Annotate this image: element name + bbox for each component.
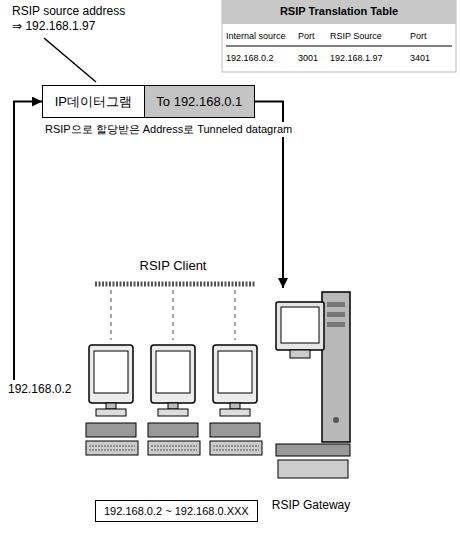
table-title-bar bbox=[222, 0, 456, 24]
network-bus bbox=[95, 282, 255, 287]
destination-field: To 192.168.0.1 bbox=[145, 86, 254, 117]
client-computer bbox=[210, 345, 262, 455]
gateway-host: RSIP Gateway bbox=[268, 288, 354, 512]
drive-bay bbox=[327, 302, 345, 307]
table-header: Port bbox=[298, 31, 315, 42]
server-base bbox=[276, 444, 350, 456]
address-range-box: 192.168.0.2 ~ 192.168.0.XXX bbox=[95, 500, 258, 522]
field-text: IP데이터그램 bbox=[55, 93, 132, 111]
field-text: To 192.168.0.1 bbox=[156, 94, 242, 109]
table-cell: 3001 bbox=[298, 53, 318, 64]
network-drop bbox=[111, 290, 112, 340]
network-drop bbox=[235, 290, 236, 340]
network-label: RSIP Client bbox=[140, 258, 207, 274]
table-header: Internal source bbox=[226, 31, 286, 42]
host-address-text: 192.168.0.2 bbox=[8, 382, 71, 396]
table-frame bbox=[222, 0, 456, 72]
server-monitor bbox=[276, 302, 324, 350]
leader-line bbox=[44, 38, 96, 82]
table-header: RSIP Source bbox=[330, 31, 382, 42]
address-range-text: 192.168.0.2 ~ 192.168.0.XXX bbox=[104, 505, 249, 517]
network-drop bbox=[173, 290, 174, 340]
annotation-note: RSIP source address ⇒ 192.168.1.97 bbox=[12, 4, 130, 34]
power-button bbox=[333, 417, 339, 423]
monitor-stand bbox=[290, 350, 310, 358]
datagram-caption: RSIP으로 할당받은 Address로 Tunneled datagram bbox=[43, 122, 294, 137]
table-title: RSIP Translation Table bbox=[280, 5, 398, 19]
drive-bay bbox=[327, 312, 345, 317]
server-screen bbox=[281, 307, 319, 343]
datagram-box: RSIP으로 할당받은 Address로 Tunneled datagramIP… bbox=[42, 85, 255, 118]
table-rule bbox=[226, 46, 452, 47]
drive-bay bbox=[327, 322, 345, 327]
server-keyboard bbox=[278, 460, 348, 478]
server-tower bbox=[322, 292, 350, 442]
host-address: 192.168.0.2 bbox=[5, 380, 74, 398]
client-computer bbox=[148, 345, 200, 455]
gateway-name: RSIP Gateway bbox=[272, 498, 350, 512]
client-computer bbox=[86, 345, 138, 455]
table-cell: 192.168.1.97 bbox=[330, 53, 383, 64]
table-cell: 192.168.0.2 bbox=[226, 53, 274, 64]
header-field: IP데이터그램 bbox=[43, 86, 145, 117]
gateway-server bbox=[276, 292, 350, 478]
table-header: Port bbox=[410, 31, 427, 42]
flow-arrow bbox=[14, 102, 42, 381]
table-cell: 3401 bbox=[410, 53, 430, 64]
